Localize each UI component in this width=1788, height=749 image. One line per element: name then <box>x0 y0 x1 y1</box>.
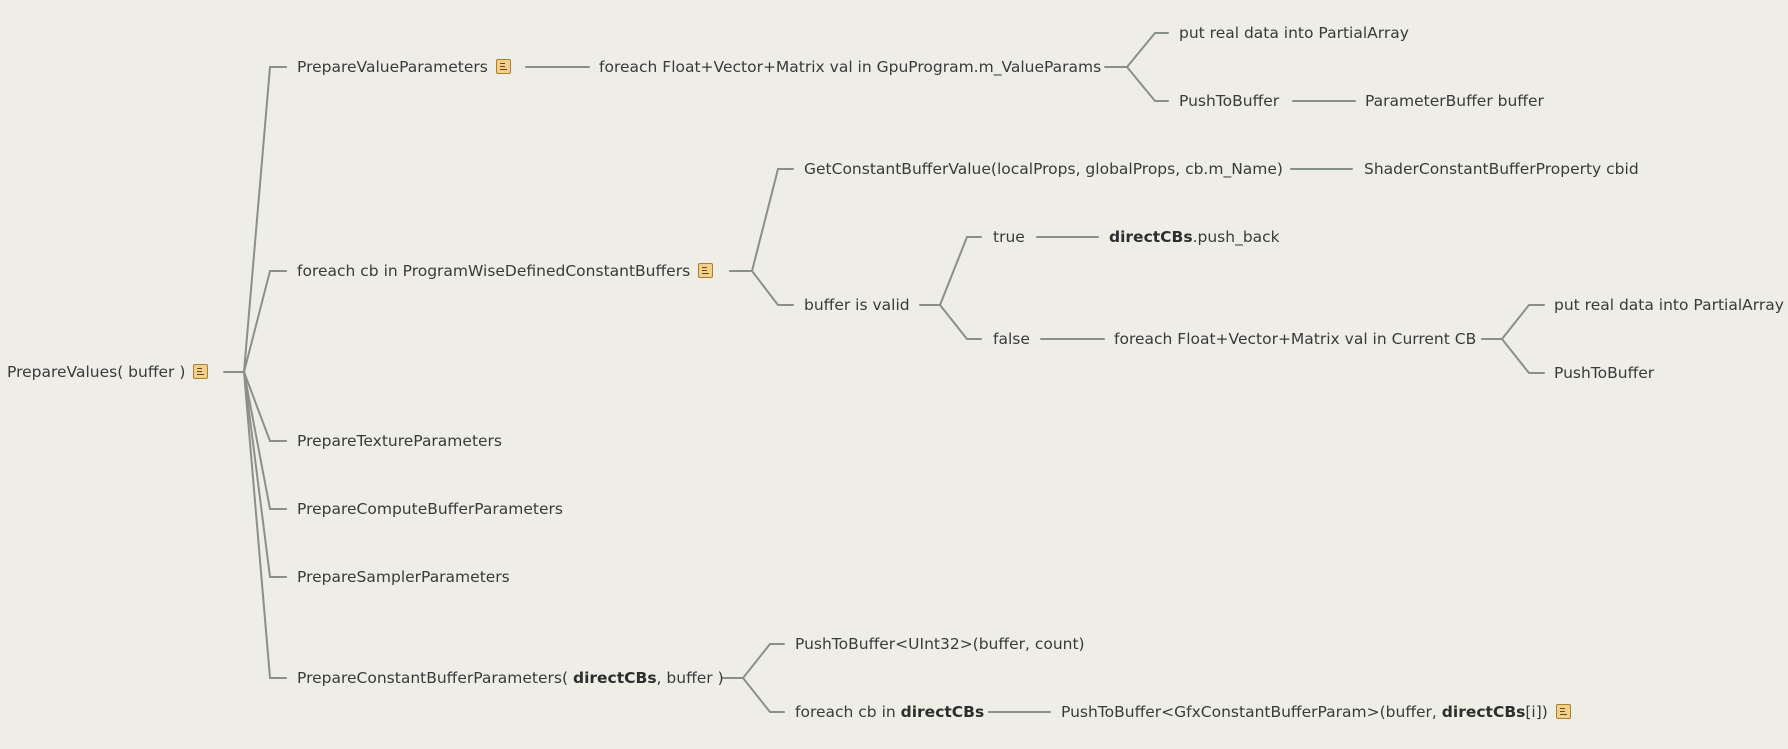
node-label-bold: directCBs <box>572 669 657 687</box>
node-label: put real data into PartialArray <box>1554 296 1784 314</box>
node-foreach-direct-cbs[interactable]: foreach cb in directCBs <box>795 702 984 722</box>
node-label-part: [i]) <box>1525 703 1548 721</box>
note-icon[interactable] <box>193 363 209 379</box>
root-node-prepare-values[interactable]: PrepareValues( buffer ) <box>7 362 209 382</box>
note-icon[interactable] <box>495 58 511 74</box>
node-label: PrepareSamplerParameters <box>297 568 510 586</box>
node-label-bold: directCBs <box>1441 703 1526 721</box>
node-put-real-data-2[interactable]: put real data into PartialArray <box>1554 295 1784 315</box>
node-prepare-texture-parameters[interactable]: PrepareTextureParameters <box>297 431 502 451</box>
node-label-part: , buffer ) <box>656 669 724 687</box>
node-foreach-cb-program[interactable]: foreach cb in ProgramWiseDefinedConstant… <box>297 261 714 281</box>
node-label-bold: directCBs <box>900 703 985 721</box>
node-label: PushToBuffer <box>1554 364 1655 382</box>
node-label: foreach cb in ProgramWiseDefinedConstant… <box>297 262 691 280</box>
node-direct-cbs-push-back[interactable]: directCBs.push_back <box>1109 227 1280 247</box>
node-label: false <box>993 330 1030 348</box>
node-foreach-current-cb[interactable]: foreach Float+Vector+Matrix val in Curre… <box>1114 329 1476 349</box>
node-label: GetConstantBufferValue(localProps, globa… <box>804 160 1283 178</box>
node-label: buffer is valid <box>804 296 910 314</box>
node-true-branch[interactable]: true <box>993 227 1025 247</box>
node-push-uint32[interactable]: PushToBuffer<UInt32>(buffer, count) <box>795 634 1085 654</box>
node-push-gfx-constant-buffer[interactable]: PushToBuffer<GfxConstantBufferParam>(buf… <box>1061 702 1571 722</box>
node-label-part: PrepareConstantBufferParameters( <box>297 669 573 687</box>
node-push-to-buffer-2[interactable]: PushToBuffer <box>1554 363 1654 383</box>
node-label: ShaderConstantBufferProperty cbid <box>1364 160 1639 178</box>
node-put-real-data-1[interactable]: put real data into PartialArray <box>1179 23 1409 43</box>
node-get-constant-buffer-value[interactable]: GetConstantBufferValue(localProps, globa… <box>804 159 1283 179</box>
node-label: PrepareTextureParameters <box>297 432 503 450</box>
node-false-branch[interactable]: false <box>993 329 1030 349</box>
node-prepare-constant-buffer-parameters[interactable]: PrepareConstantBufferParameters( directC… <box>297 668 724 688</box>
node-label: PushToBuffer <box>1179 92 1280 110</box>
node-label-part: .push_back <box>1192 228 1280 246</box>
node-label-part: PushToBuffer<GfxConstantBufferParam>(buf… <box>1061 703 1442 721</box>
node-label: PushToBuffer<UInt32>(buffer, count) <box>795 635 1085 653</box>
node-foreach-value-params[interactable]: foreach Float+Vector+Matrix val in GpuPr… <box>599 57 1101 77</box>
node-label: foreach Float+Vector+Matrix val in Curre… <box>1114 330 1477 348</box>
node-prepare-sampler-parameters[interactable]: PrepareSamplerParameters <box>297 567 510 587</box>
node-label-part: foreach cb in <box>795 703 901 721</box>
node-label-bold: directCBs <box>1109 228 1193 246</box>
node-parameter-buffer[interactable]: ParameterBuffer buffer <box>1365 91 1544 111</box>
node-label: true <box>993 228 1025 246</box>
node-prepare-value-parameters[interactable]: PrepareValueParameters <box>297 57 511 77</box>
node-label: PrepareComputeBufferParameters <box>297 500 563 518</box>
note-icon[interactable] <box>1555 703 1571 719</box>
node-label: foreach Float+Vector+Matrix val in GpuPr… <box>599 58 1102 76</box>
node-shader-constant-buffer-property[interactable]: ShaderConstantBufferProperty cbid <box>1364 159 1639 179</box>
node-label: ParameterBuffer buffer <box>1365 92 1544 110</box>
node-push-to-buffer-1[interactable]: PushToBuffer <box>1179 91 1279 111</box>
node-label: PrepareValueParameters <box>297 58 488 76</box>
node-label: put real data into PartialArray <box>1179 24 1409 42</box>
node-prepare-compute-buffer-parameters[interactable]: PrepareComputeBufferParameters <box>297 499 563 519</box>
note-icon[interactable] <box>698 262 714 278</box>
root-label: PrepareValues( buffer ) <box>7 363 186 381</box>
node-buffer-is-valid[interactable]: buffer is valid <box>804 295 910 315</box>
